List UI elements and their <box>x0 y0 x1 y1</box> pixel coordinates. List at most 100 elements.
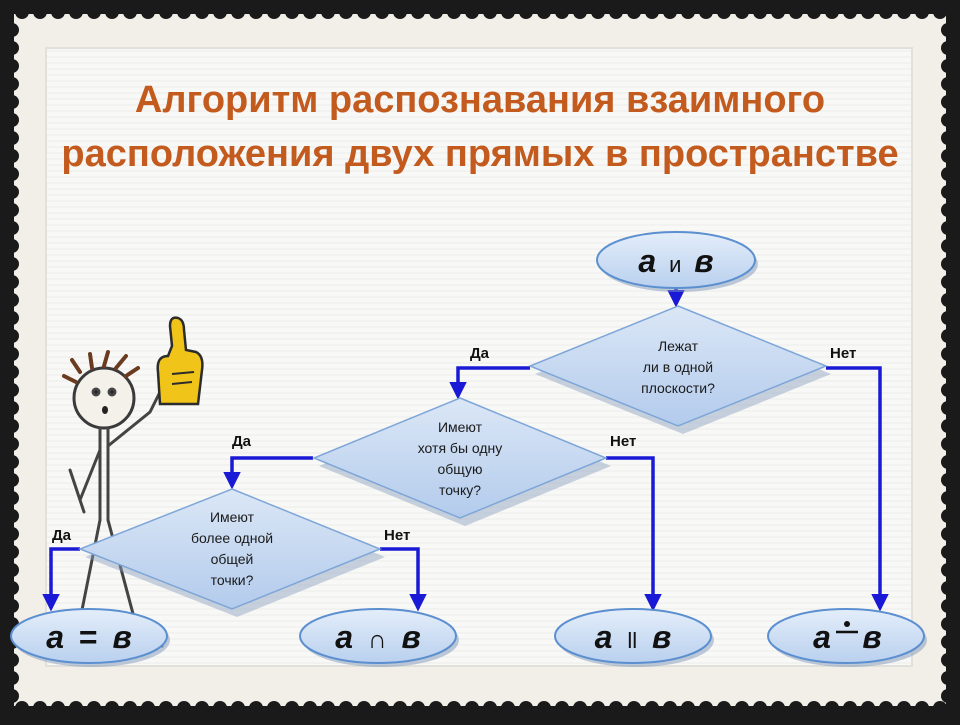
perforation-hole <box>941 293 955 307</box>
perforation-hole <box>941 311 955 325</box>
perforation-hole <box>735 5 749 19</box>
perforation-hole <box>5 293 19 307</box>
perforation-hole <box>573 5 587 19</box>
perforation-hole <box>645 701 659 715</box>
parallel-b: в <box>652 619 671 655</box>
perforation-hole <box>5 203 19 217</box>
perforation-hole <box>51 701 65 715</box>
perforation-hole <box>303 5 317 19</box>
perforation-hole <box>141 701 155 715</box>
perforation-hole <box>941 599 955 613</box>
arrow-q1-yes <box>449 366 530 400</box>
perforation-hole <box>5 311 19 325</box>
perforation-hole <box>5 401 19 415</box>
perforation-hole <box>941 23 955 37</box>
perforation-hole <box>5 149 19 163</box>
perforation-hole <box>681 5 695 19</box>
perforation-hole <box>843 701 857 715</box>
page-title: Алгоритм распознавания взаимного располо… <box>61 79 898 175</box>
perforation-hole <box>213 701 227 715</box>
perforation-hole <box>249 701 263 715</box>
perforation-hole <box>941 527 955 541</box>
foam-finger-icon <box>156 316 204 406</box>
decision-more-points: Имеют более одной общей точки? Да Нет <box>52 488 410 617</box>
perforation-hole <box>941 113 955 127</box>
perforation-hole <box>941 77 955 91</box>
perforation-hole <box>5 563 19 577</box>
perforation-hole <box>941 383 955 397</box>
perforation-hole <box>941 365 955 379</box>
more-points-yes-label: Да <box>52 527 72 544</box>
perforation-hole <box>941 59 955 73</box>
perforation-hole <box>941 581 955 595</box>
perforation-hole <box>69 5 83 19</box>
perforation-hole <box>411 701 425 715</box>
perforation-hole <box>5 239 19 253</box>
perforation-hole <box>357 5 371 19</box>
perforation-hole <box>33 5 47 19</box>
perforation-hole <box>519 5 533 19</box>
perforation-hole <box>825 5 839 19</box>
arrow-q2-yes <box>223 456 313 490</box>
perforation-hole <box>447 5 461 19</box>
decision-common-point-line-2: хотя бы одну <box>418 440 503 456</box>
perforation-hole <box>231 701 245 715</box>
perforation-hole <box>5 257 19 271</box>
perforation-hole <box>375 5 389 19</box>
perforation-hole <box>609 5 623 19</box>
perforation-hole <box>195 701 209 715</box>
result-parallel: а ll в <box>554 608 714 667</box>
perforation-hole <box>941 239 955 253</box>
perforation-hole <box>843 5 857 19</box>
perforation-hole <box>5 185 19 199</box>
perforation-hole <box>5 581 19 595</box>
perforation-hole <box>591 701 605 715</box>
perforation-hole <box>87 701 101 715</box>
decision-common-point-line-1: Имеют <box>438 419 483 435</box>
perforation-hole <box>941 617 955 631</box>
perforation-hole <box>941 509 955 523</box>
perforation-hole <box>393 701 407 715</box>
coincide-op: = <box>79 619 98 655</box>
start-b: в <box>694 243 713 279</box>
perforation-hole <box>5 437 19 451</box>
decision-same-plane-line-1: Лежат <box>658 338 699 354</box>
perforation-hole <box>933 701 947 715</box>
perforation-hole <box>105 5 119 19</box>
perforation-hole <box>609 701 623 715</box>
perforation-hole <box>483 701 497 715</box>
perforation-hole <box>789 701 803 715</box>
perforation-hole <box>941 95 955 109</box>
result-intersect: а ∩ в <box>299 608 459 667</box>
arrow-q3-no <box>380 547 427 612</box>
perforation-hole <box>5 365 19 379</box>
perforation-hole <box>51 5 65 19</box>
perforation-hole <box>941 635 955 649</box>
perforation-hole <box>5 671 19 685</box>
decision-common-point-line-4: точку? <box>439 482 481 498</box>
perforation-hole <box>5 419 19 433</box>
perforation-hole <box>465 701 479 715</box>
perforation-hole <box>303 701 317 715</box>
parallel-a: а <box>595 619 613 655</box>
coincide-a: а <box>46 619 64 655</box>
perforation-hole <box>941 167 955 181</box>
perforation-hole <box>941 491 955 505</box>
perforation-hole <box>5 113 19 127</box>
perforation-hole <box>15 5 29 19</box>
perforation-hole <box>627 701 641 715</box>
more-points-no-label: Нет <box>384 527 410 544</box>
perforation-hole <box>393 5 407 19</box>
perforation-hole <box>941 221 955 235</box>
common-point-no-label: Нет <box>610 433 636 450</box>
perforation-hole <box>5 41 19 55</box>
perforation-hole <box>465 5 479 19</box>
intersect-op: ∩ <box>368 624 387 654</box>
perforation-hole <box>771 701 785 715</box>
perforation-hole <box>5 383 19 397</box>
perforation-hole <box>941 257 955 271</box>
perforation-hole <box>941 185 955 199</box>
perforation-hole <box>5 653 19 667</box>
perforation-hole <box>915 701 929 715</box>
